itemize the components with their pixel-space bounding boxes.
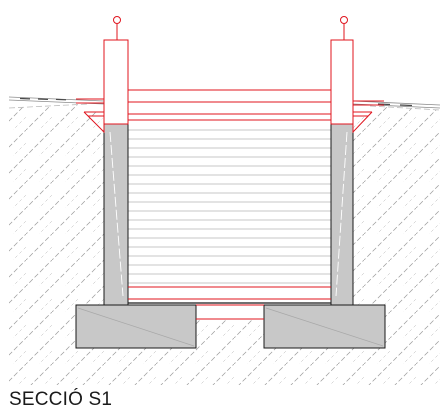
left-pillar <box>103 16 129 125</box>
right-wall <box>330 123 354 307</box>
right-footing <box>263 304 386 349</box>
left-footing <box>75 304 197 349</box>
section-title: SECCIÓ S1 <box>9 389 113 410</box>
right-pillar <box>330 16 354 125</box>
left-haunch <box>76 98 105 134</box>
left-wall <box>103 123 129 307</box>
right-haunch <box>352 100 384 134</box>
bottom-slab <box>196 304 264 320</box>
bottom-channel <box>128 286 331 304</box>
interior-courses <box>128 129 331 284</box>
surface-pavement-left <box>8 96 105 109</box>
deck-rails <box>128 89 331 121</box>
